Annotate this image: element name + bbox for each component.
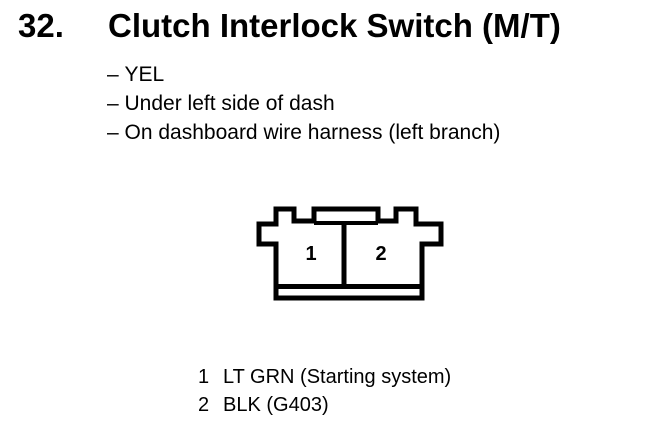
connector-details-list: YEL Under left side of dash On dashboard… <box>107 60 501 147</box>
component-heading: 32. Clutch Interlock Switch (M/T) <box>18 4 561 48</box>
cavity-label-2: 2 <box>375 243 386 265</box>
pin-description: BLK (G403) <box>223 394 329 416</box>
connector-housing <box>256 206 444 301</box>
pin-row: 2 BLK (G403) <box>198 391 451 419</box>
pin-description: LT GRN (Starting system) <box>223 366 452 388</box>
component-title: Clutch Interlock Switch (M/T) <box>108 7 561 44</box>
connector-bottom-rail <box>276 284 422 289</box>
connector-location: Under left side of dash <box>107 89 500 118</box>
connector-color: YEL <box>107 60 500 89</box>
connector-diagram: 1 2 <box>256 206 444 301</box>
cavity-label-1: 1 <box>305 243 316 265</box>
connector-harness: On dashboard wire harness (left branch) <box>107 118 501 147</box>
pin-row: 1 LT GRN (Starting system) <box>198 363 451 391</box>
pin-assignment-list: 1 LT GRN (Starting system) 2 BLK (G403) <box>198 363 451 419</box>
pin-number: 1 <box>198 366 210 388</box>
component-number: 32. <box>18 7 64 44</box>
pin-number: 2 <box>198 394 210 416</box>
